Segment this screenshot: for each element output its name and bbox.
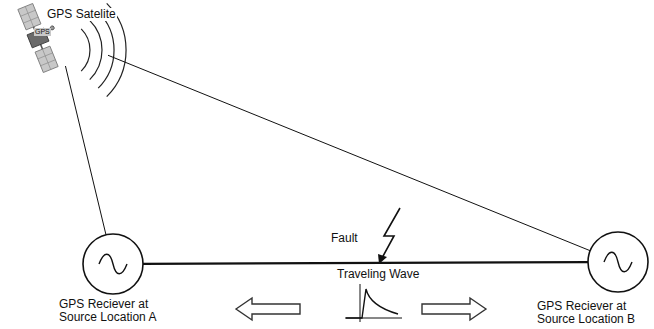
satellite-link [65, 66, 106, 235]
traveling-wave-graph [345, 284, 402, 322]
sine-symbol [604, 252, 632, 272]
satellite-node: GPS Satelite [8, 4, 108, 66]
fault-bolt [378, 208, 400, 264]
sine-symbol [99, 254, 127, 274]
satellite-link [108, 55, 590, 250]
wave-label: Traveling Wave [336, 268, 420, 281]
receiver-label: GPS Reciever at Source Location A [58, 298, 172, 324]
generator-circle [81, 232, 145, 296]
hollow-arrow-right [422, 298, 486, 320]
receiver-label: GPS Reciever at Source Location B [536, 300, 650, 326]
hollow-arrow-left [236, 298, 300, 320]
source-circle: GPS Reciever at Source Location B [586, 230, 650, 294]
source-circle: GPS Reciever at Source Location A [81, 232, 145, 296]
satellite-marking: GPS [34, 28, 51, 36]
fault-label: Fault [330, 232, 359, 245]
generator-circle [586, 230, 650, 294]
transmission-line [143, 262, 588, 264]
satellite-label: GPS Satelite [46, 8, 117, 21]
